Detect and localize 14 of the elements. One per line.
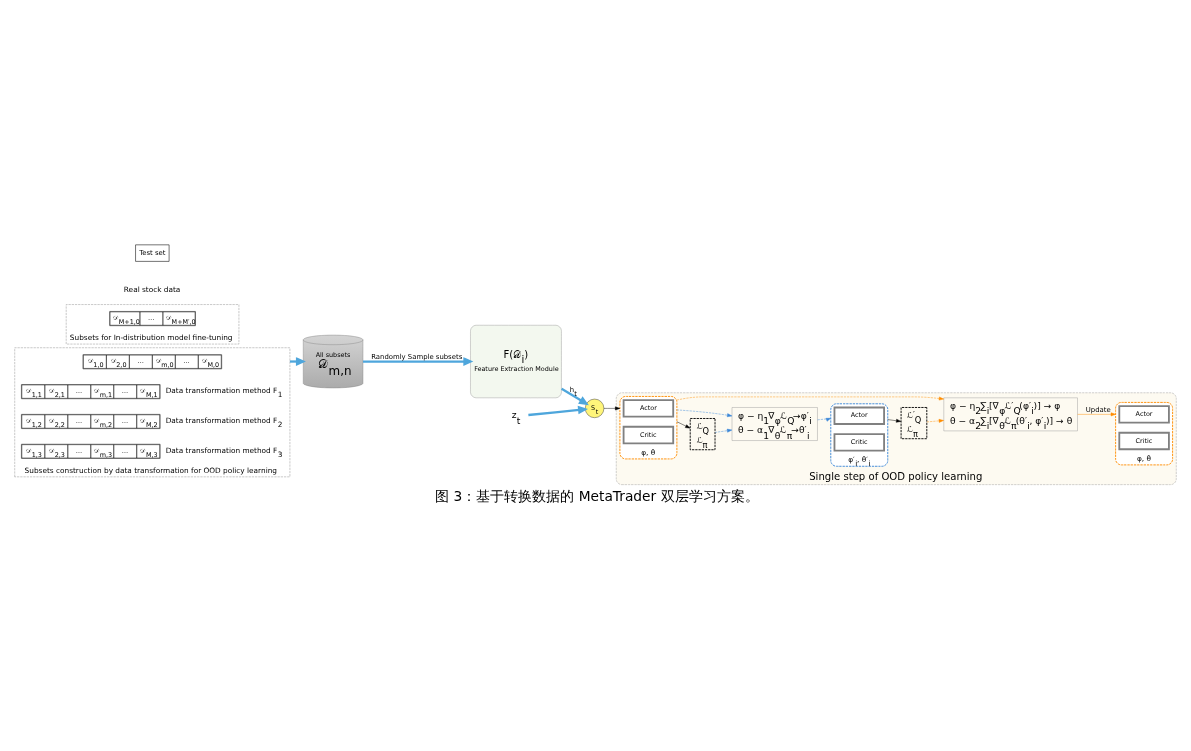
arrow [603,406,621,410]
arrow [676,409,733,417]
arrow [1077,412,1116,416]
arrow [561,387,589,405]
arrow [363,356,474,366]
arrow [676,396,944,400]
arrow [676,420,691,428]
arrow [289,356,306,366]
arrow [714,428,733,433]
arrow [817,417,831,422]
caption: 图 3：基于转换数据的 MetaTrader 双层学习方案。 [435,487,759,504]
arrow [887,418,902,423]
arrow [528,405,588,416]
arrow [926,418,944,423]
